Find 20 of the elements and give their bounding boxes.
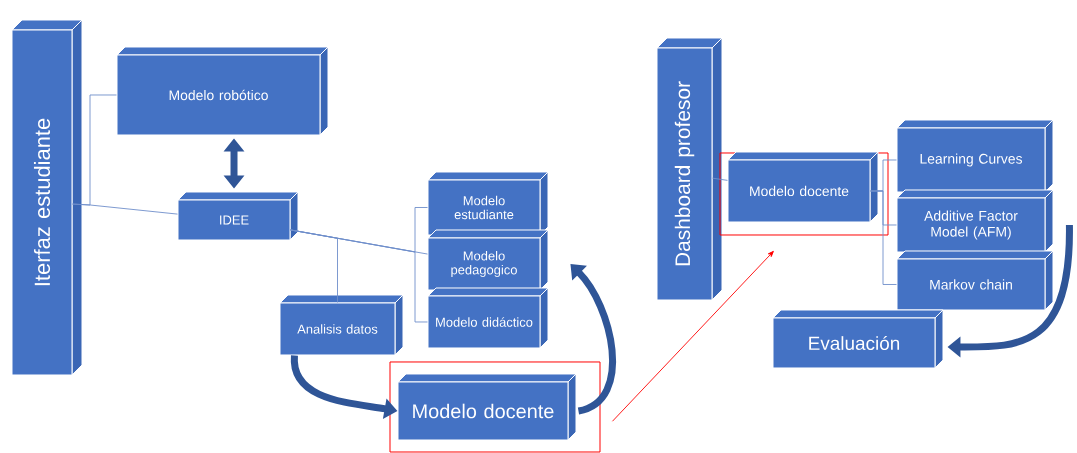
block-box: Modelo docente [397, 373, 577, 441]
block-box: Modelo robótico [116, 46, 329, 136]
connector-line [712, 177, 728, 181]
arrow [612, 250, 774, 422]
highlight-frame [389, 361, 601, 453]
block-box: Additive Factor Model (AFM) [896, 189, 1054, 253]
block-box: Modelo didáctico [427, 287, 549, 349]
connector-line [870, 190, 897, 285]
vertical-bar: Iterfaz estudiante [11, 19, 83, 376]
block-box: Modelo pedagogico [427, 229, 549, 291]
block-box: Modelo estudiante [427, 171, 549, 236]
connector-line [72, 203, 178, 215]
block-box: Markov chain [896, 250, 1054, 311]
block-box: Analisis datos [279, 294, 404, 356]
block-box: Learning Curves [896, 119, 1054, 193]
block-box: IDEE [177, 191, 299, 241]
connector-line [290, 229, 338, 303]
vertical-bar: Dashboard profesor [656, 37, 723, 301]
block-box: Modelo docente [727, 151, 879, 223]
block-box: Evaluación [772, 309, 944, 369]
